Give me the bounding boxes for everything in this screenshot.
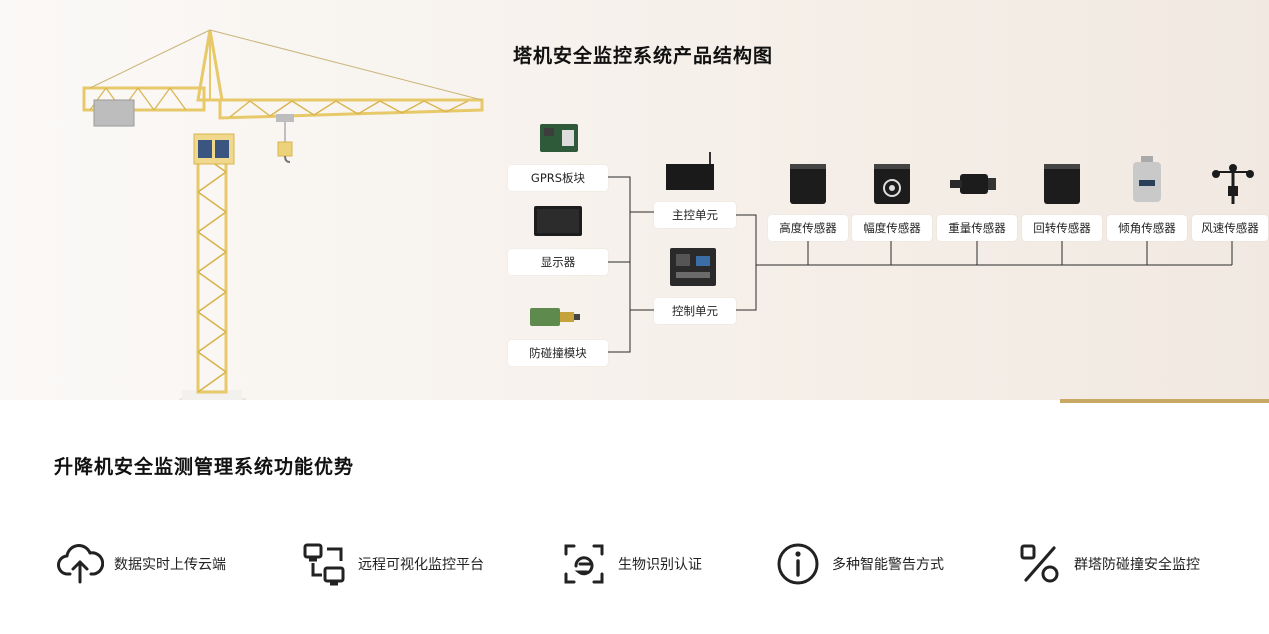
tower-crane-illustration [82, 29, 484, 400]
main-control-box-icon [666, 152, 714, 190]
feature-remote-monitor-label: 远程可视化监控平台 [358, 557, 484, 573]
anti-collision-device-icon [530, 308, 580, 326]
feature-smart-alert: 多种智能警告方式 [774, 540, 944, 588]
diagram-title: 塔机安全监控系统产品结构图 [513, 45, 774, 67]
info-circle-icon [777, 543, 819, 585]
percent-icon [1020, 544, 1059, 583]
feature-remote-monitor: 远程可视化监控平台 [300, 540, 484, 588]
cloud-upload-icon [57, 544, 104, 584]
rotation-sensor-icon [1044, 164, 1080, 204]
feature-anti-collision: 群塔防碰撞安全监控 [1016, 540, 1200, 588]
advantages-title: 升降机安全监测管理系统功能优势 [54, 456, 355, 478]
wind-speed-sensor-label: 风速传感器 [1192, 215, 1268, 241]
weight-sensor-label: 重量传感器 [937, 215, 1017, 241]
feature-cloud-upload-label: 数据实时上传云端 [114, 557, 226, 573]
display-screen-icon [534, 206, 582, 236]
monitor-network-icon [303, 543, 345, 586]
face-scan-icon [564, 544, 604, 584]
tilt-sensor-label: 倾角传感器 [1107, 215, 1187, 241]
anti-collision-module-label: 防碰撞模块 [508, 340, 608, 366]
height-sensor-icon [790, 164, 826, 204]
gprs-board-icon [540, 124, 578, 152]
height-sensor-label: 高度传感器 [768, 215, 848, 241]
amplitude-sensor-icon [874, 164, 910, 204]
display-module-label: 显示器 [508, 249, 608, 275]
weight-sensor-icon [950, 174, 996, 194]
gprs-module-label: GPRS板块 [508, 165, 608, 191]
anemometer-icon [1212, 164, 1254, 204]
control-board-icon [670, 248, 716, 286]
feature-anti-collision-label: 群塔防碰撞安全监控 [1074, 557, 1200, 573]
feature-biometric: 生物识别认证 [560, 540, 702, 588]
accent-divider [1060, 399, 1269, 403]
connector-lines [608, 176, 1233, 353]
hero-section: 塔机安全监控系统产品结构图 GPRS板块 [0, 0, 1269, 400]
main-control-unit-label: 主控单元 [654, 202, 736, 228]
feature-biometric-label: 生物识别认证 [618, 557, 702, 573]
tilt-sensor-icon [1133, 156, 1161, 202]
feature-cloud-upload: 数据实时上传云端 [56, 540, 226, 588]
rotation-sensor-label: 回转传感器 [1022, 215, 1102, 241]
control-unit-label: 控制单元 [654, 298, 736, 324]
amplitude-sensor-label: 幅度传感器 [852, 215, 932, 241]
feature-smart-alert-label: 多种智能警告方式 [832, 557, 944, 573]
